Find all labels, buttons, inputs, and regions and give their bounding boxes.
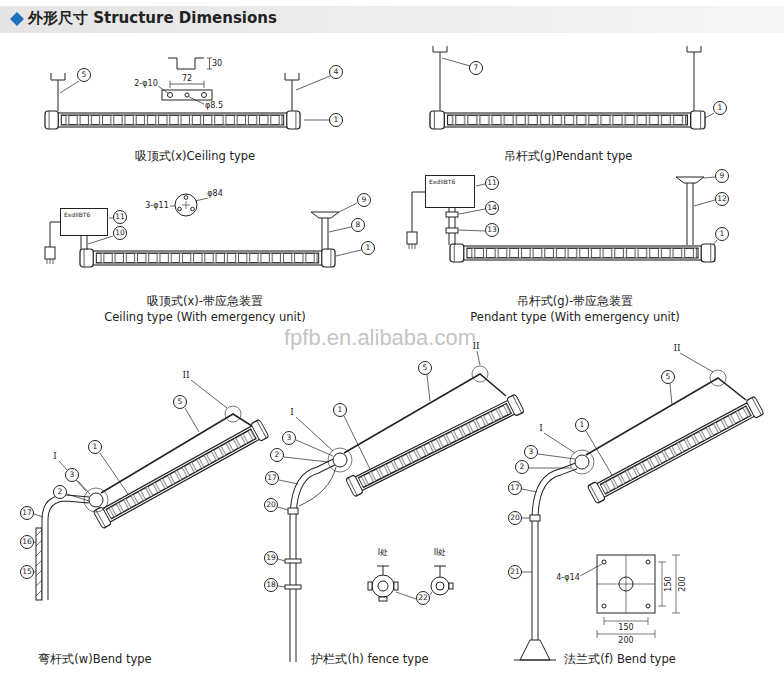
type-caption: 护栏式(h) fence type (309, 654, 430, 666)
type-caption: Pendant type (With emergency unit) (468, 312, 681, 324)
ceiling-emergency-drawing (45, 194, 361, 267)
title-bar (0, 6, 784, 33)
pendant-type-drawing (430, 46, 714, 129)
callout-number: 3 (524, 445, 538, 459)
type-caption: 吊杆式(g)-带应急装置 (515, 296, 635, 308)
callout-number: 9 (715, 169, 729, 183)
callout-number: 9 (357, 193, 371, 207)
dimension-label: 200 (617, 637, 634, 645)
callout-number: 16 (20, 535, 34, 549)
callout-number: 21 (508, 565, 522, 579)
unit-marking: ExdIIBT6 (64, 212, 90, 219)
detail-marker: I (538, 424, 544, 433)
callout-number: 17 (20, 506, 34, 520)
type-caption: 吊杆式(g)Pendant type (502, 151, 635, 163)
callout-number: 20 (264, 498, 278, 512)
fence-type-drawing (278, 351, 524, 662)
unit-marking: ExdIIBT6 (429, 179, 455, 186)
callout-number: 8 (351, 218, 365, 232)
detail-marker: I (52, 452, 58, 461)
callout-number: 1 (329, 113, 343, 127)
dimension-label: 200 (679, 575, 687, 592)
callout-number: 19 (264, 551, 278, 565)
callout-number: 1 (713, 101, 727, 115)
dimension-label: 2-φ10 (133, 80, 158, 88)
dimension-label: 30 (211, 60, 223, 68)
dimension-label: 150 (665, 575, 673, 592)
detail-marker: II (672, 344, 681, 353)
callout-number: 3 (282, 431, 296, 445)
type-caption: Ceiling type (With emergency unit) (102, 312, 308, 324)
ceiling-type-drawing (45, 58, 330, 129)
detail-marker: I (289, 408, 295, 417)
page-title: 外形尺寸 Structure Dimensions (28, 11, 277, 26)
dimension-label: I处 (377, 549, 389, 557)
watermark: fpfb.en.alibaba.com (284, 327, 476, 349)
callout-number: 12 (715, 192, 729, 206)
callout-number: 11 (113, 210, 127, 224)
dimension-label: 150 (617, 624, 634, 632)
callout-number: 2 (53, 485, 67, 499)
callout-number: 2 (515, 460, 529, 474)
callout-number: 15 (20, 565, 34, 579)
callout-number: 3 (65, 468, 79, 482)
callout-number: 1 (88, 440, 102, 454)
type-caption: 法兰式(f) Bend type (562, 654, 678, 666)
callout-number: 22 (416, 591, 430, 605)
callout-number: 14 (485, 201, 499, 215)
callout-number: 1 (361, 241, 375, 255)
emergency-unit-box: ExdIIBT6 (425, 175, 475, 208)
callout-number: 17 (265, 471, 279, 485)
callout-number: 10 (113, 226, 127, 240)
dimension-label: II处 (433, 549, 448, 557)
emergency-unit-box: ExdIIBT6 (60, 208, 108, 236)
callout-number: 1 (575, 418, 589, 432)
dimension-label: φ84 (206, 190, 223, 198)
dimension-label: 72 (181, 75, 193, 83)
detail-marker: II (471, 342, 480, 351)
callout-number: 13 (485, 223, 499, 237)
dimension-label: φ8.5 (204, 102, 224, 110)
callout-number: 7 (469, 61, 483, 75)
callout-number: 5 (77, 68, 91, 82)
callout-number: 1 (715, 227, 729, 241)
callout-number: 18 (264, 578, 278, 592)
type-caption: 吸顶式(x)-带应急装置 (145, 296, 265, 308)
type-caption: 吸顶式(x)Ceiling type (133, 151, 257, 163)
callout-number: 5 (173, 395, 187, 409)
callout-number: 17 (508, 481, 522, 495)
callout-number: 1 (333, 403, 347, 417)
callout-number: 5 (418, 361, 432, 375)
type-caption: 弯杆式(w)Bend type (36, 654, 153, 666)
flange-type-drawing (514, 353, 764, 660)
detail-marker: II (181, 371, 190, 380)
callout-number: 20 (508, 511, 522, 525)
callout-number: 2 (270, 448, 284, 462)
callout-number: 11 (485, 176, 499, 190)
dimension-label: 3-φ11 (144, 202, 169, 210)
bend-type-drawing (34, 380, 269, 600)
callout-number: 5 (661, 370, 675, 384)
dimension-label: 4-φ14 (555, 574, 580, 582)
callout-number: 4 (329, 65, 343, 79)
